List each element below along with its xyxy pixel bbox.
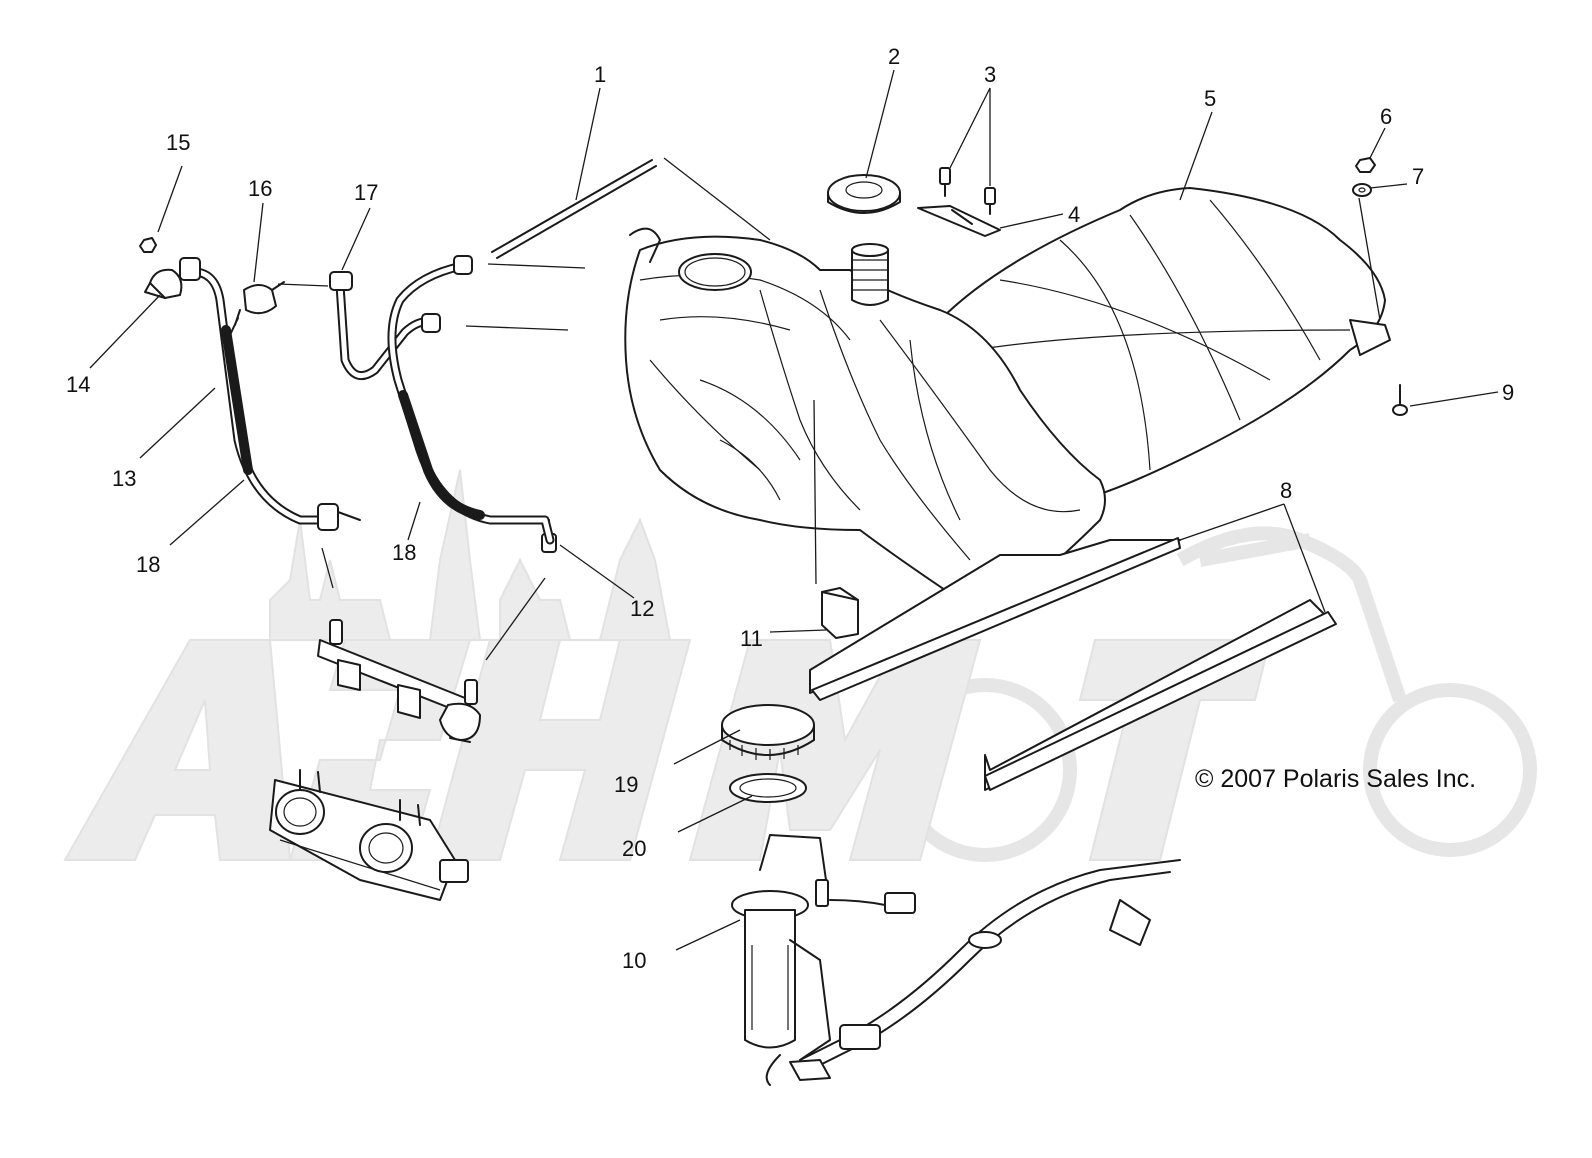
watermark-letter-h (428, 639, 692, 861)
callout-10: 10 (622, 948, 646, 973)
part-17-elbow-hose (329, 271, 441, 381)
part-20-gasket (729, 773, 807, 803)
callout-19: 19 (614, 772, 638, 797)
callout-6: 6 (1380, 104, 1392, 129)
part-10-fuel-pump (731, 834, 1181, 1086)
part-15-screw (139, 237, 157, 253)
callout-16: 16 (248, 176, 272, 201)
watermark-wheel-rear (1363, 683, 1537, 857)
part-1-rod (491, 159, 657, 259)
part-6-nut (1355, 157, 1376, 173)
part-18-hose (387, 255, 555, 545)
part-3-bolts (939, 167, 996, 215)
fuel-tank (624, 227, 1106, 615)
watermark (63, 469, 1537, 862)
callout-3: 3 (984, 62, 996, 87)
callout-14: 14 (66, 372, 90, 397)
callout-5: 5 (1204, 86, 1216, 111)
callout-17: 17 (354, 180, 378, 205)
part-9-bolt (1392, 384, 1408, 416)
part-11-pad (821, 587, 859, 639)
watermark-motorcycle (1176, 526, 1407, 703)
callout-11: 11 (740, 626, 763, 651)
callout-12: 12 (630, 596, 654, 621)
part-16-fuel-filter (229, 281, 285, 336)
callout-20: 20 (622, 836, 646, 861)
throttle-body (269, 769, 469, 901)
part-7-washer (1352, 183, 1372, 197)
callout-9: 9 (1502, 380, 1514, 405)
callout-4: 4 (1068, 202, 1080, 227)
callout-18-right: 18 (392, 540, 416, 565)
callout-13: 13 (112, 466, 136, 491)
watermark-letter-a (63, 639, 292, 861)
callout-15: 15 (166, 130, 190, 155)
fuel-rail (317, 619, 481, 743)
part-2-fuel-cap (827, 174, 901, 214)
copyright-notice: © 2007 Polaris Sales Inc. (1195, 765, 1476, 793)
callouts: 1 2 3 4 5 6 7 8 9 10 11 12 13 14 15 16 1… (66, 44, 1514, 973)
callout-7: 7 (1412, 164, 1424, 189)
part-8-heat-shields (809, 537, 1337, 791)
callout-8: 8 (1280, 478, 1292, 503)
part-13-hose (179, 257, 361, 531)
leader-lines (89, 69, 1499, 951)
part-14-clamp (144, 268, 183, 299)
callout-2: 2 (888, 44, 900, 69)
part-5-seat (939, 187, 1391, 501)
part-4-bracket (917, 205, 1001, 237)
callout-18-left: 18 (136, 552, 160, 577)
callout-1: 1 (594, 62, 606, 87)
part-19-lock-ring (721, 704, 815, 760)
watermark-church-silhouette (269, 469, 672, 641)
